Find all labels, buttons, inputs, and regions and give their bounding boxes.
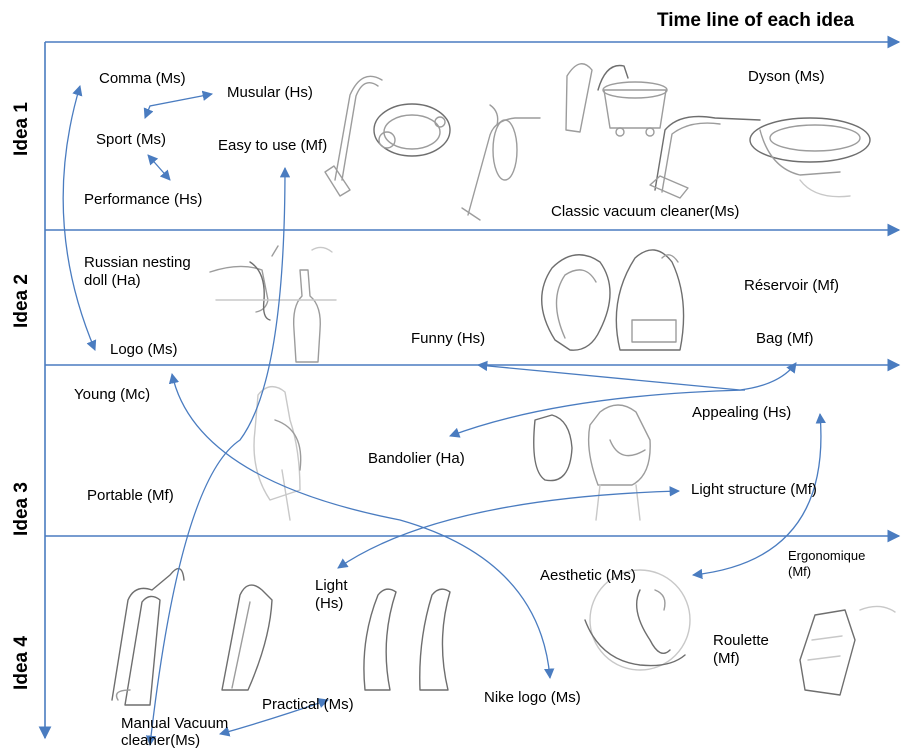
label-manual-vacuum: Manual Vacuum cleaner(Ms) (121, 715, 229, 749)
label-performance: Performance (Hs) (84, 191, 203, 208)
label-appealing: Appealing (Hs) (692, 404, 792, 421)
label-roulette: Roulette (Mf) (713, 632, 769, 667)
arrow-manual-practical (218, 698, 329, 737)
timeline-title: Time line of each idea (657, 10, 855, 31)
label-nike-logo: Nike logo (Ms) (484, 689, 581, 706)
label-easy-to-use: Easy to use (Mf) (218, 137, 328, 154)
arrow-logo-nike (168, 372, 555, 680)
row-label-idea-3: Idea 3 (11, 482, 32, 536)
label-comma: Comma (Ms) (99, 70, 186, 87)
label-young: Young (Mc) (74, 386, 151, 403)
label-logo: Logo (Ms) (110, 341, 178, 358)
relationship-arrows (62, 85, 826, 747)
row-label-idea-2: Idea 2 (11, 274, 32, 328)
label-classic-vacuum: Classic vacuum cleaner(Ms) (551, 203, 740, 220)
arrow-sport-performance (147, 154, 171, 181)
sketch-vacuum-cleaners-idea-1 (324, 63, 871, 221)
arrow-appealing-aesthetic (691, 412, 826, 580)
arrow-bag-bandolier (449, 389, 746, 438)
label-light-structure: Light structure (Mf) (691, 481, 817, 498)
label-bag: Bag (Mf) (756, 330, 814, 347)
arrow-sport-musular (143, 90, 214, 119)
label-funny: Funny (Hs) (411, 330, 486, 347)
label-bandolier: Bandolier (Ha) (368, 450, 465, 467)
label-aesthetic: Aesthetic (Ms) (540, 567, 636, 584)
label-light: Light (Hs) (315, 577, 348, 612)
label-sport: Sport (Ms) (96, 131, 167, 148)
row-label-idea-4: Idea 4 (11, 636, 32, 690)
label-ergonomique: Ergonomique (Mf) (788, 548, 866, 579)
label-reservoir: Réservoir (Mf) (744, 277, 840, 294)
row-label-idea-1: Idea 1 (11, 102, 32, 156)
label-musular: Musular (Hs) (227, 84, 313, 101)
arrow-comma-logo (62, 85, 97, 351)
sketch-portable-idea-4 (111, 567, 896, 706)
label-dyson: Dyson (Ms) (748, 68, 825, 85)
arrow-funny-bag (476, 360, 797, 391)
label-practical: Practical (Ms) (262, 696, 354, 713)
arrow-lightstructure-light (337, 486, 681, 569)
label-portable: Portable (Mf) (87, 487, 174, 504)
label-russian-nesting-doll: Russian nesting doll (Ha) (84, 254, 191, 289)
